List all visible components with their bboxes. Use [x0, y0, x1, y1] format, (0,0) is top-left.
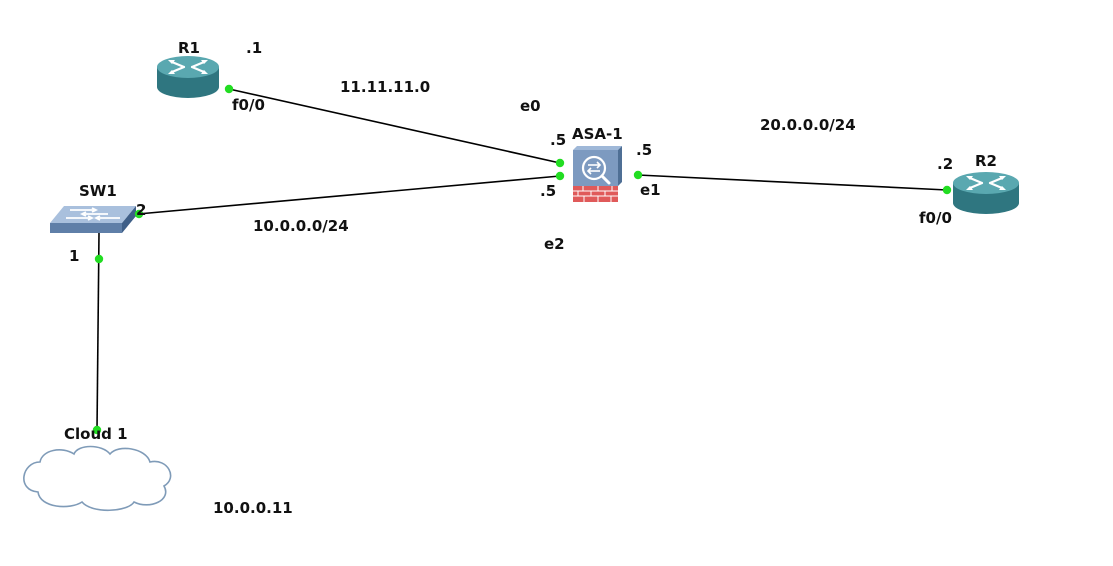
switch-sw1[interactable] — [50, 206, 136, 233]
cloud-icon — [23, 445, 172, 512]
port-dot-asa-e1 — [633, 170, 643, 180]
sw1-name-label: SW1 — [79, 182, 117, 200]
r2-ip-suffix-label: .2 — [937, 155, 954, 173]
router-r1[interactable] — [157, 56, 219, 98]
port-dot-asa-e2 — [555, 171, 565, 181]
port-dot-cloud — [92, 425, 102, 435]
asa-name-label: ASA-1 — [572, 125, 623, 143]
port-dot-r1-f0-0 — [224, 84, 234, 94]
router-icon — [157, 56, 219, 98]
asa-firewall-icon — [573, 146, 622, 202]
r1-name-label: R1 — [178, 39, 200, 57]
asa-e1-label: e1 — [640, 181, 661, 199]
subnet-r1-asa-label: 11.11.11.0 — [340, 78, 431, 96]
sw1-port-1-label: 1 — [69, 247, 80, 265]
switch-icon — [50, 206, 136, 233]
link-asa-r2[interactable] — [637, 174, 948, 191]
r1-ip-suffix-label: .1 — [246, 39, 263, 57]
r2-interface-label: f0/0 — [919, 209, 952, 227]
port-dot-sw1-2 — [134, 209, 144, 219]
port-dot-asa-e0 — [555, 158, 565, 168]
cloud-host-ip-label: 10.0.0.11 — [213, 499, 293, 517]
link-sw1-cloud[interactable] — [96, 232, 100, 431]
asa-e1-suffix-label: .5 — [636, 141, 653, 159]
r1-interface-label: f0/0 — [232, 96, 265, 114]
subnet-sw-asa-label: 10.0.0.0/24 — [253, 217, 349, 235]
asa-firewall-asa-1[interactable] — [573, 146, 622, 202]
asa-e2-label: e2 — [544, 235, 565, 253]
cloud-name-label: Cloud 1 — [64, 425, 128, 443]
sw1-port-2-label: 2 — [136, 201, 147, 219]
port-dot-sw1-1 — [94, 254, 104, 264]
cloud-1[interactable] — [23, 445, 172, 512]
port-dot-r2-f0-0 — [942, 185, 952, 195]
asa-e2-suffix-label: .5 — [540, 182, 557, 200]
asa-e0-label: e0 — [520, 97, 541, 115]
asa-e0-suffix-label: .5 — [550, 131, 567, 149]
link-sw1-asa[interactable] — [137, 175, 561, 215]
link-r1-asa[interactable] — [228, 88, 561, 164]
router-r2[interactable] — [953, 172, 1019, 214]
r2-name-label: R2 — [975, 152, 997, 170]
subnet-asa-r2-label: 20.0.0.0/24 — [760, 116, 856, 134]
router-icon — [953, 172, 1019, 214]
